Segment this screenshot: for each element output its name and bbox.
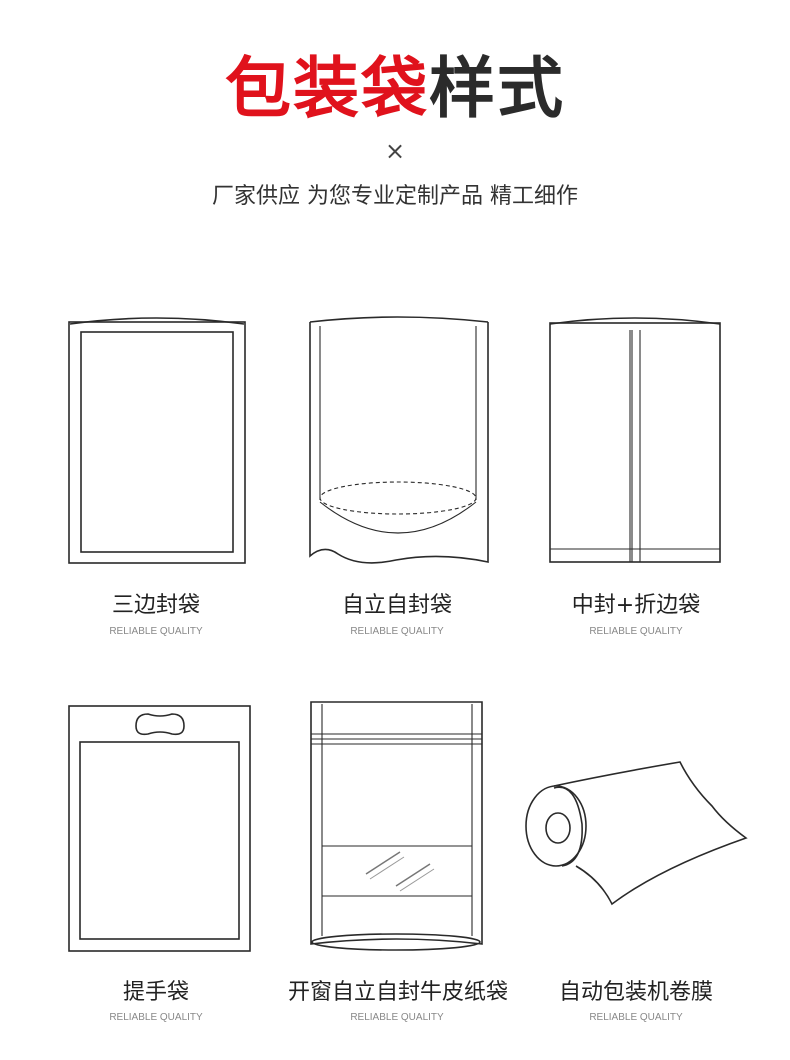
- item-caption-window-kraft-bag: RELIABLE QUALITY: [350, 1012, 444, 1023]
- item-label-window-kraft-bag: 开窗自立自封牛皮纸袋: [287, 980, 508, 1005]
- item-caption-three-side-seal: RELIABLE QUALITY: [109, 626, 203, 637]
- packaging-film-roll-icon: [525, 761, 748, 906]
- page-title: 包装袋样式: [0, 48, 790, 128]
- window-kraft-stand-up-bag-icon: [310, 701, 483, 951]
- center-seal-gusset-bag-icon: [549, 317, 721, 563]
- page-subtitle: 厂家供应 为您专业定制产品 精工细作: [212, 184, 578, 209]
- item-label-handle-bag: 提手袋: [122, 980, 189, 1005]
- item-label-three-side-seal: 三边封袋: [111, 593, 200, 618]
- item-label-film-roll: 自动包装机卷膜: [558, 980, 713, 1005]
- item-caption-film-roll: RELIABLE QUALITY: [589, 1012, 683, 1023]
- item-label-center-seal-gusset: 中封+折边袋: [571, 593, 701, 618]
- item-caption-handle-bag: RELIABLE QUALITY: [109, 1012, 203, 1023]
- page-title-dark: 样式: [429, 49, 565, 127]
- handle-bag-icon: [68, 705, 251, 952]
- item-caption-center-seal-gusset: RELIABLE QUALITY: [589, 626, 683, 637]
- divider-times-symbol: ×: [384, 137, 406, 165]
- stand-up-zip-bag-icon: [309, 316, 489, 564]
- item-label-stand-up-zip: 自立自封袋: [341, 593, 452, 618]
- item-caption-stand-up-zip: RELIABLE QUALITY: [350, 626, 444, 637]
- page-title-red: 包装袋: [225, 49, 429, 127]
- three-side-seal-bag-icon: [68, 317, 246, 564]
